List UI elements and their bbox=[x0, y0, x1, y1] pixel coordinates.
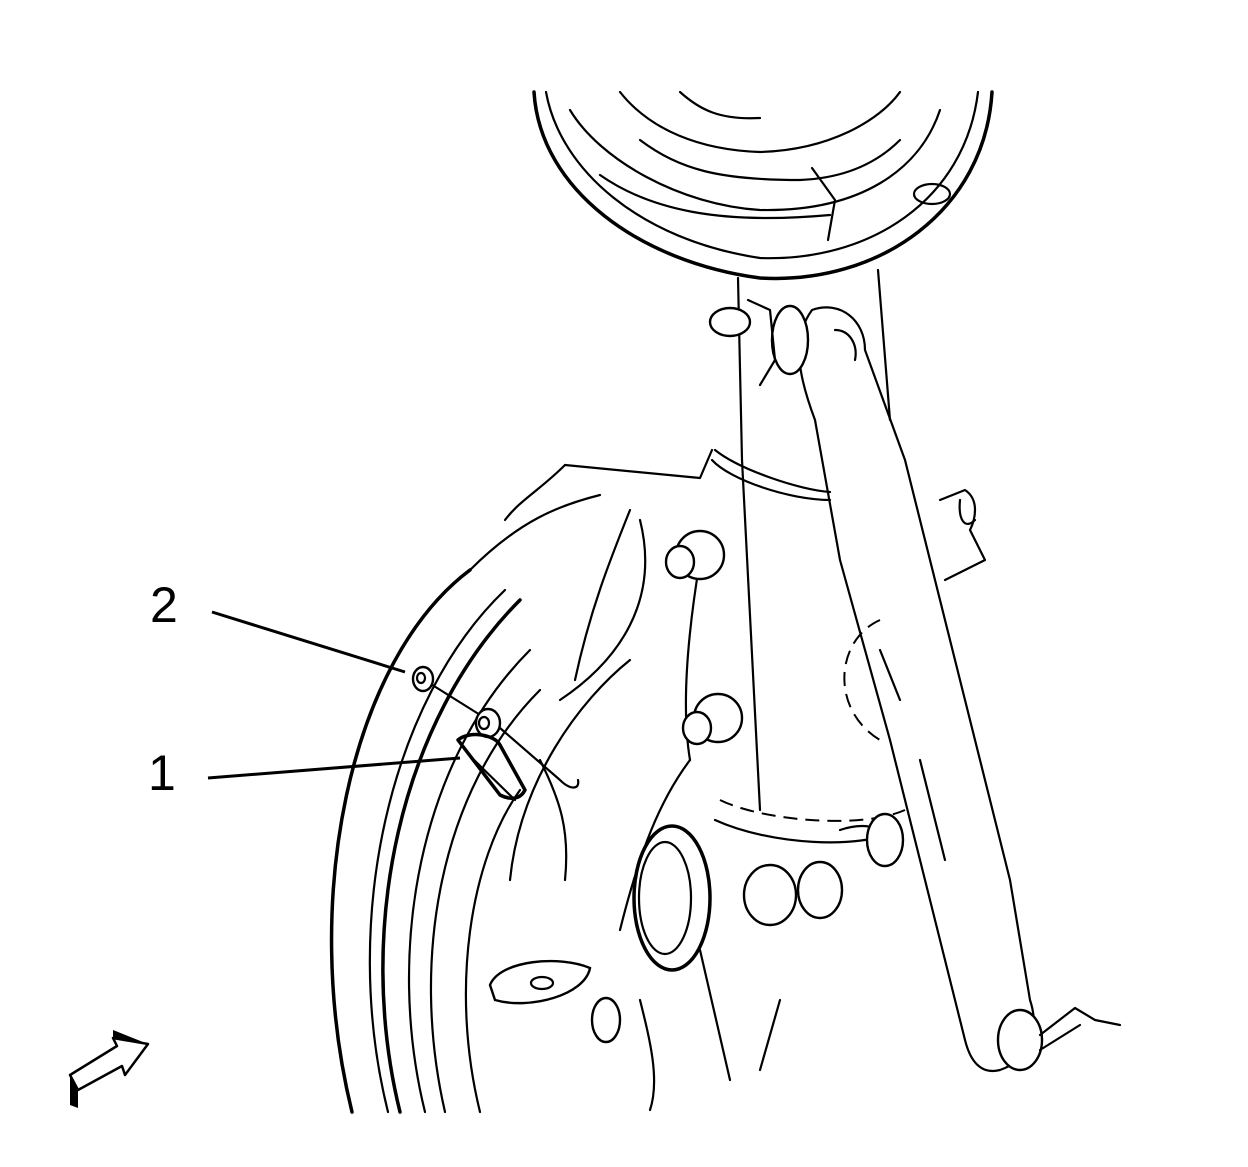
wheel-speed-sensor-assembly bbox=[411, 665, 580, 882]
strut-body bbox=[710, 268, 906, 844]
callout-2-label: 2 bbox=[150, 577, 178, 633]
steering-knuckle bbox=[488, 448, 905, 1112]
brake-rotor bbox=[329, 493, 602, 1114]
view-direction-arrow-icon bbox=[68, 1030, 150, 1108]
callout-1-leader bbox=[207, 756, 461, 780]
coil-spring bbox=[532, 90, 994, 281]
callout-2-leader bbox=[211, 610, 406, 674]
callout-1-label: 1 bbox=[148, 745, 176, 801]
stabilizer-link bbox=[708, 298, 1122, 1073]
